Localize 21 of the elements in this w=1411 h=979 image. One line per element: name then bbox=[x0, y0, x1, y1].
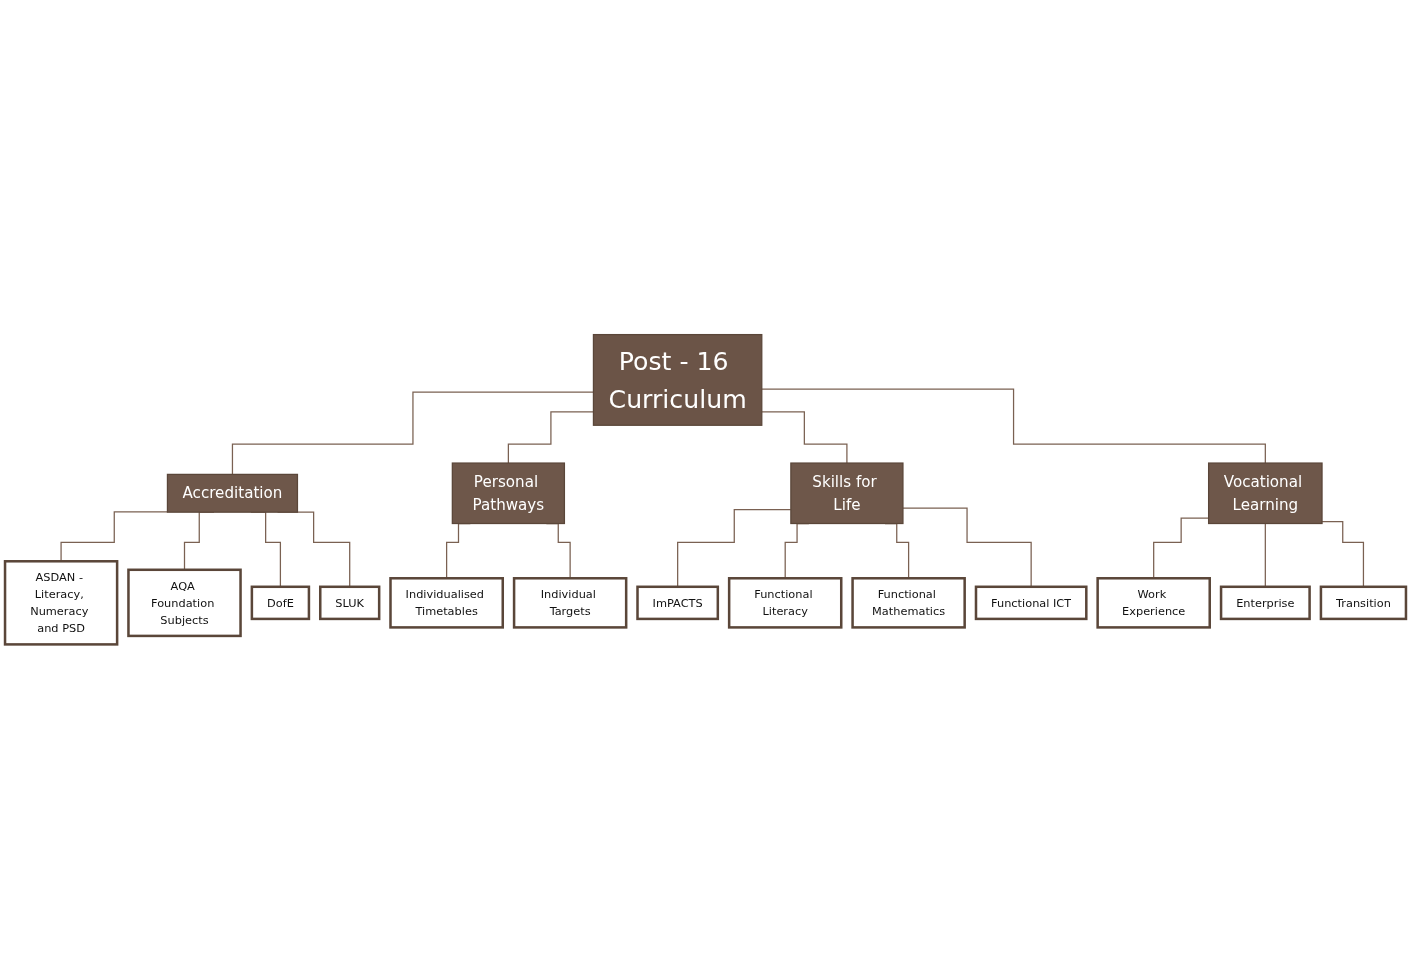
node-box: Functional ICT bbox=[974, 585, 1088, 621]
node-box: Post - 16 Curriculum bbox=[592, 333, 763, 426]
connector bbox=[761, 411, 848, 464]
node-box: Functional Literacy bbox=[727, 577, 843, 629]
node-box: Individual Targets bbox=[512, 577, 628, 629]
node-box: Personal Pathways bbox=[451, 462, 566, 525]
node-box: DofE bbox=[250, 585, 311, 621]
node-box: ASDAN - Literacy, Numeracy and PSD bbox=[3, 560, 119, 646]
node-box: Skills for Life bbox=[790, 462, 904, 525]
connector bbox=[761, 388, 1266, 464]
node-box: Enterprise bbox=[1219, 585, 1311, 621]
connector bbox=[60, 511, 169, 562]
node-box: Transition bbox=[1319, 585, 1408, 621]
node-box: Accreditation bbox=[166, 473, 299, 513]
node-box: Functional Mathematics bbox=[851, 577, 966, 629]
node-box: AQA Foundation Subjects bbox=[127, 568, 242, 638]
node-box: ImPACTS bbox=[636, 585, 720, 621]
node-box: Individualised Timetables bbox=[389, 577, 504, 629]
node-box: SLUK bbox=[319, 585, 381, 621]
node-box: Vocational Learning bbox=[1207, 462, 1323, 525]
node-box: Work Experience bbox=[1096, 577, 1211, 629]
